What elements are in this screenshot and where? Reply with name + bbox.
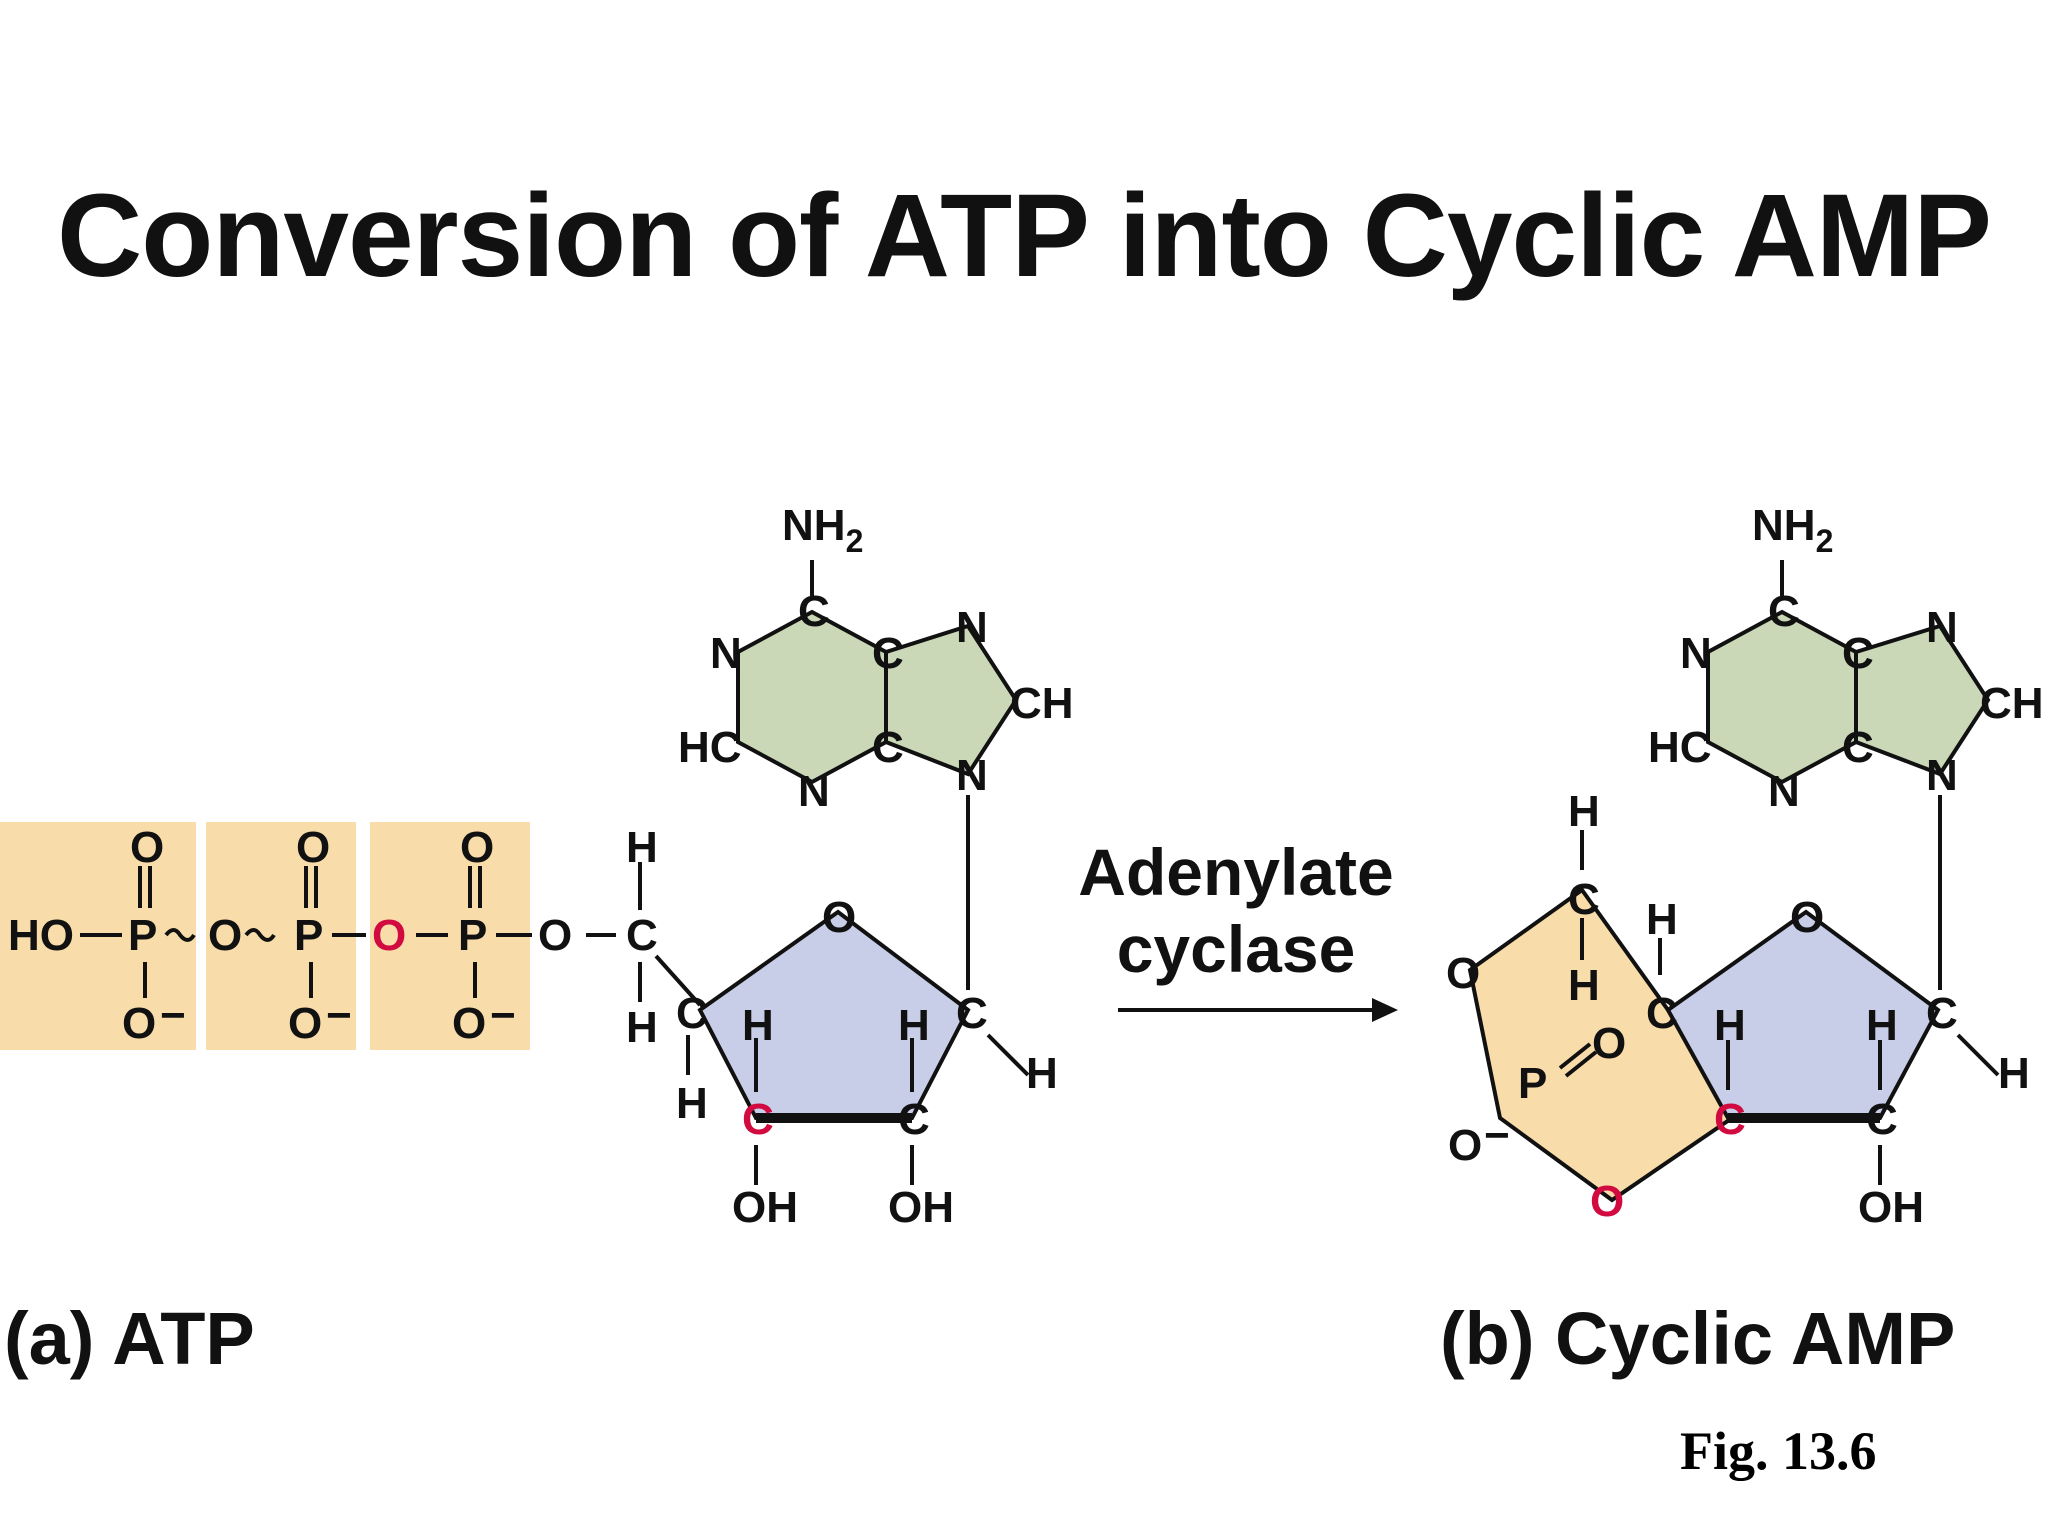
carbon-red-label: C — [1714, 1095, 1746, 1144]
atp-molecule: HO P O P O P O O O O O − O − O − H C H C — [0, 501, 1074, 1232]
nitrogen-label: N — [1768, 767, 1800, 816]
ch-label: CH — [1010, 679, 1074, 728]
hydrogen-label: H — [1998, 1049, 2030, 1098]
ring-oxygen-label: O — [1790, 893, 1824, 942]
nh2-label: NH2 — [1752, 501, 1833, 559]
hydrogen-label: H — [676, 1079, 708, 1128]
phosphorus-label: P — [294, 911, 323, 960]
hydrogen-label: H — [898, 1001, 930, 1050]
ho-label: HO — [8, 911, 74, 960]
adenine-five-ring-b — [1854, 623, 1991, 777]
oxygen-red-label: O — [372, 911, 406, 960]
carbon-label: C — [1926, 989, 1958, 1038]
carbon-label: C — [1568, 875, 1600, 924]
nitrogen-label: N — [1926, 603, 1958, 652]
caption-cyclic-amp: (b) Cyclic AMP — [1440, 1297, 1956, 1380]
hydrogen-label: H — [1026, 1049, 1058, 1098]
o-minus-label: O — [452, 999, 486, 1048]
minus-sign: − — [160, 991, 186, 1040]
oh-label: OH — [732, 1183, 798, 1232]
minus-sign: − — [326, 991, 352, 1040]
hydrogen-label: H — [626, 1003, 658, 1052]
carbon-label: C — [872, 629, 904, 678]
hc-label: HC — [678, 723, 742, 772]
camp-bonds — [1558, 560, 2000, 1185]
adenine-six-ring-a — [736, 609, 888, 785]
phosphate-box-beta — [206, 822, 356, 1050]
carbon-label: C — [1866, 1095, 1898, 1144]
o-minus-label: O — [122, 999, 156, 1048]
page-title: Conversion of ATP into Cyclic AMP — [57, 170, 1992, 302]
hydrogen-label: H — [1568, 961, 1600, 1010]
hc-label: HC — [1648, 723, 1712, 772]
nitrogen-label: N — [1926, 751, 1958, 800]
hydrogen-label: H — [1568, 787, 1600, 836]
nitrogen-label: N — [710, 629, 742, 678]
hydrogen-label: H — [1646, 895, 1678, 944]
reaction-arrow — [1118, 998, 1398, 1022]
oh-label: OH — [888, 1183, 954, 1232]
oxygen-label: O — [538, 911, 572, 960]
hydrogen-label: H — [626, 823, 658, 872]
oxygen-label: O — [460, 823, 494, 872]
o-minus-label: O — [1448, 1121, 1482, 1170]
carbon-label: C — [798, 587, 830, 636]
carbon-label: C — [898, 1095, 930, 1144]
carbon-label: C — [1842, 629, 1874, 678]
adenine-six-ring-b — [1706, 609, 1858, 785]
oxygen-label: O — [1592, 1019, 1626, 1068]
phosphorus-label: P — [1518, 1059, 1547, 1108]
camp-atom-labels: H C H H C O P O O − O O H H C H C C OH N… — [1446, 501, 2044, 1232]
oxygen-label: O — [208, 911, 242, 960]
oxygen-label: O — [1446, 949, 1480, 998]
carbon-label: C — [626, 911, 658, 960]
minus-sign: − — [490, 991, 516, 1040]
ch-label: CH — [1980, 679, 2044, 728]
enzyme-label-line1: Adenylate — [1078, 835, 1393, 909]
carbon-label: C — [1842, 723, 1874, 772]
oh-label: OH — [1858, 1183, 1924, 1232]
nitrogen-label: N — [1680, 629, 1712, 678]
nitrogen-label: N — [956, 603, 988, 652]
caption-atp: (a) ATP — [4, 1297, 255, 1380]
carbon-red-label: C — [742, 1095, 774, 1144]
ring-oxygen-label: O — [822, 893, 856, 942]
oxygen-red-label: O — [1590, 1177, 1624, 1226]
phosphorus-label: P — [128, 911, 157, 960]
nitrogen-label: N — [956, 751, 988, 800]
hydrogen-label: H — [1866, 1001, 1898, 1050]
oxygen-label: O — [130, 823, 164, 872]
o-minus-label: O — [288, 999, 322, 1048]
minus-sign: − — [1484, 1111, 1510, 1160]
atp-phosphate-bonds — [80, 560, 1030, 1185]
carbon-label: C — [1646, 989, 1678, 1038]
nitrogen-label: N — [798, 767, 830, 816]
carbon-label: C — [956, 989, 988, 1038]
figure-number: Fig. 13.6 — [1680, 1421, 1877, 1481]
oxygen-label: O — [296, 823, 330, 872]
carbon-label: C — [1768, 587, 1800, 636]
enzyme-label-line2: cyclase — [1117, 912, 1356, 986]
atp-atom-labels: HO P O P O P O O O O O − O − O − H C H C — [8, 501, 1074, 1232]
carbon-label: C — [676, 989, 708, 1038]
hydrogen-label: H — [742, 1001, 774, 1050]
camp-molecule: H C H H C O P O O − O O H H C H C C OH N… — [1446, 501, 2044, 1232]
phosphorus-label: P — [458, 911, 487, 960]
carbon-label: C — [872, 723, 904, 772]
nh2-label: NH2 — [782, 501, 863, 559]
adenine-five-ring-a — [884, 623, 1019, 777]
hydrogen-label: H — [1714, 1001, 1746, 1050]
